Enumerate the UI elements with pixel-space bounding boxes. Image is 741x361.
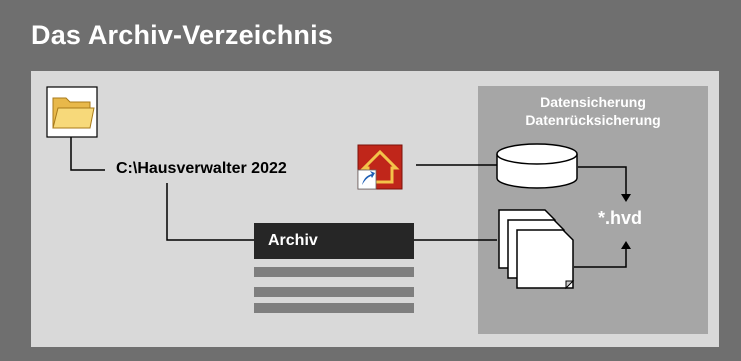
archive-list-line — [254, 267, 414, 277]
folder-path-label: C:\Hausverwalter 2022 — [116, 160, 287, 177]
house-app-shortcut-icon — [357, 144, 403, 190]
archive-label: Archiv — [268, 232, 318, 249]
page-title: Das Archiv-Verzeichnis — [31, 20, 334, 50]
archive-list-line — [254, 287, 414, 297]
documents-hvd-arrow — [574, 246, 627, 268]
backup-title-line1: Datensicherung — [540, 94, 646, 110]
file-extension-label: *.hvd — [598, 208, 643, 228]
archive-bar — [254, 223, 414, 259]
folder-icon — [46, 86, 98, 138]
database-hvd-arrow — [578, 166, 627, 196]
archive-list-line — [254, 303, 414, 313]
database-cylinder-icon — [496, 143, 578, 189]
folder-connector — [70, 137, 105, 171]
backup-title-line2: Datenrücksicherung — [525, 112, 661, 128]
path-archive-connector — [166, 183, 254, 241]
documents-stack-icon — [498, 209, 575, 290]
backup-box-title: Datensicherung Datenrücksicherung — [478, 93, 708, 129]
